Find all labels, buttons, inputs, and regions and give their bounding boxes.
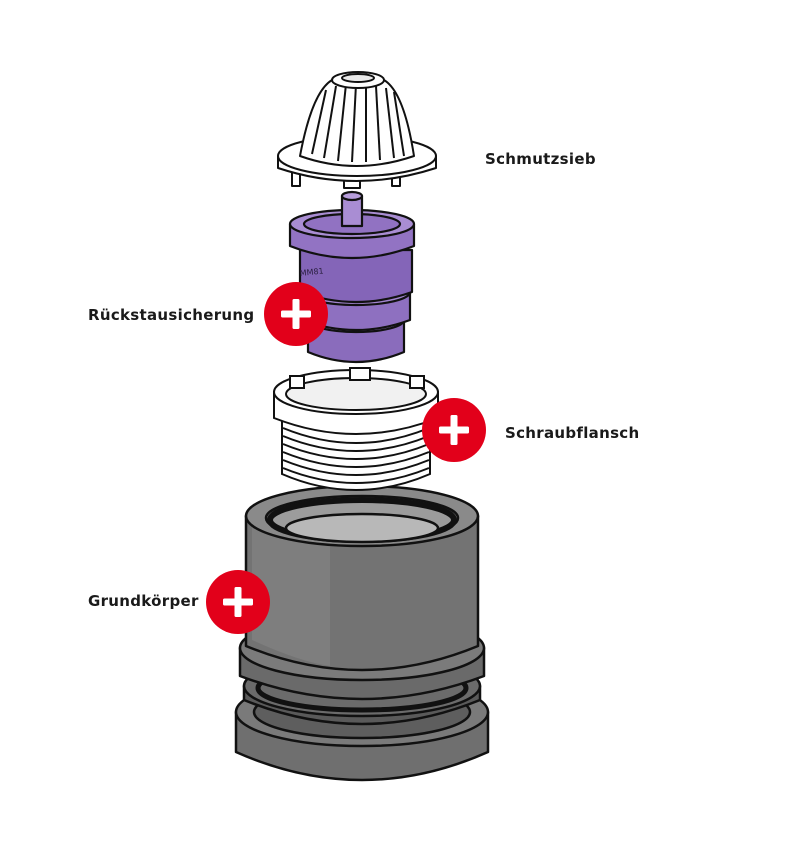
- hotspot-rueckstausicherung-button[interactable]: [264, 282, 328, 346]
- schraubflansch-part: [273, 367, 439, 491]
- hotspot-schraubflansch-button[interactable]: [422, 398, 486, 462]
- plus-icon: [264, 282, 328, 346]
- label-schmutzsieb: Schmutzsieb: [485, 150, 596, 168]
- label-rueckstausicherung: Rückstausicherung: [88, 306, 255, 324]
- schmutzsieb-part: [277, 71, 437, 189]
- label-schraubflansch: Schraubflansch: [505, 424, 640, 442]
- svg-text:MM81: MM81: [299, 267, 324, 278]
- rueckstausicherung-part: MM81: [288, 190, 416, 364]
- plus-icon: [422, 398, 486, 462]
- label-grundkoerper: Grundkörper: [88, 592, 199, 610]
- plus-icon: [206, 570, 270, 634]
- grundkoerper-part: [234, 484, 490, 782]
- hotspot-grundkoerper-button[interactable]: [206, 570, 270, 634]
